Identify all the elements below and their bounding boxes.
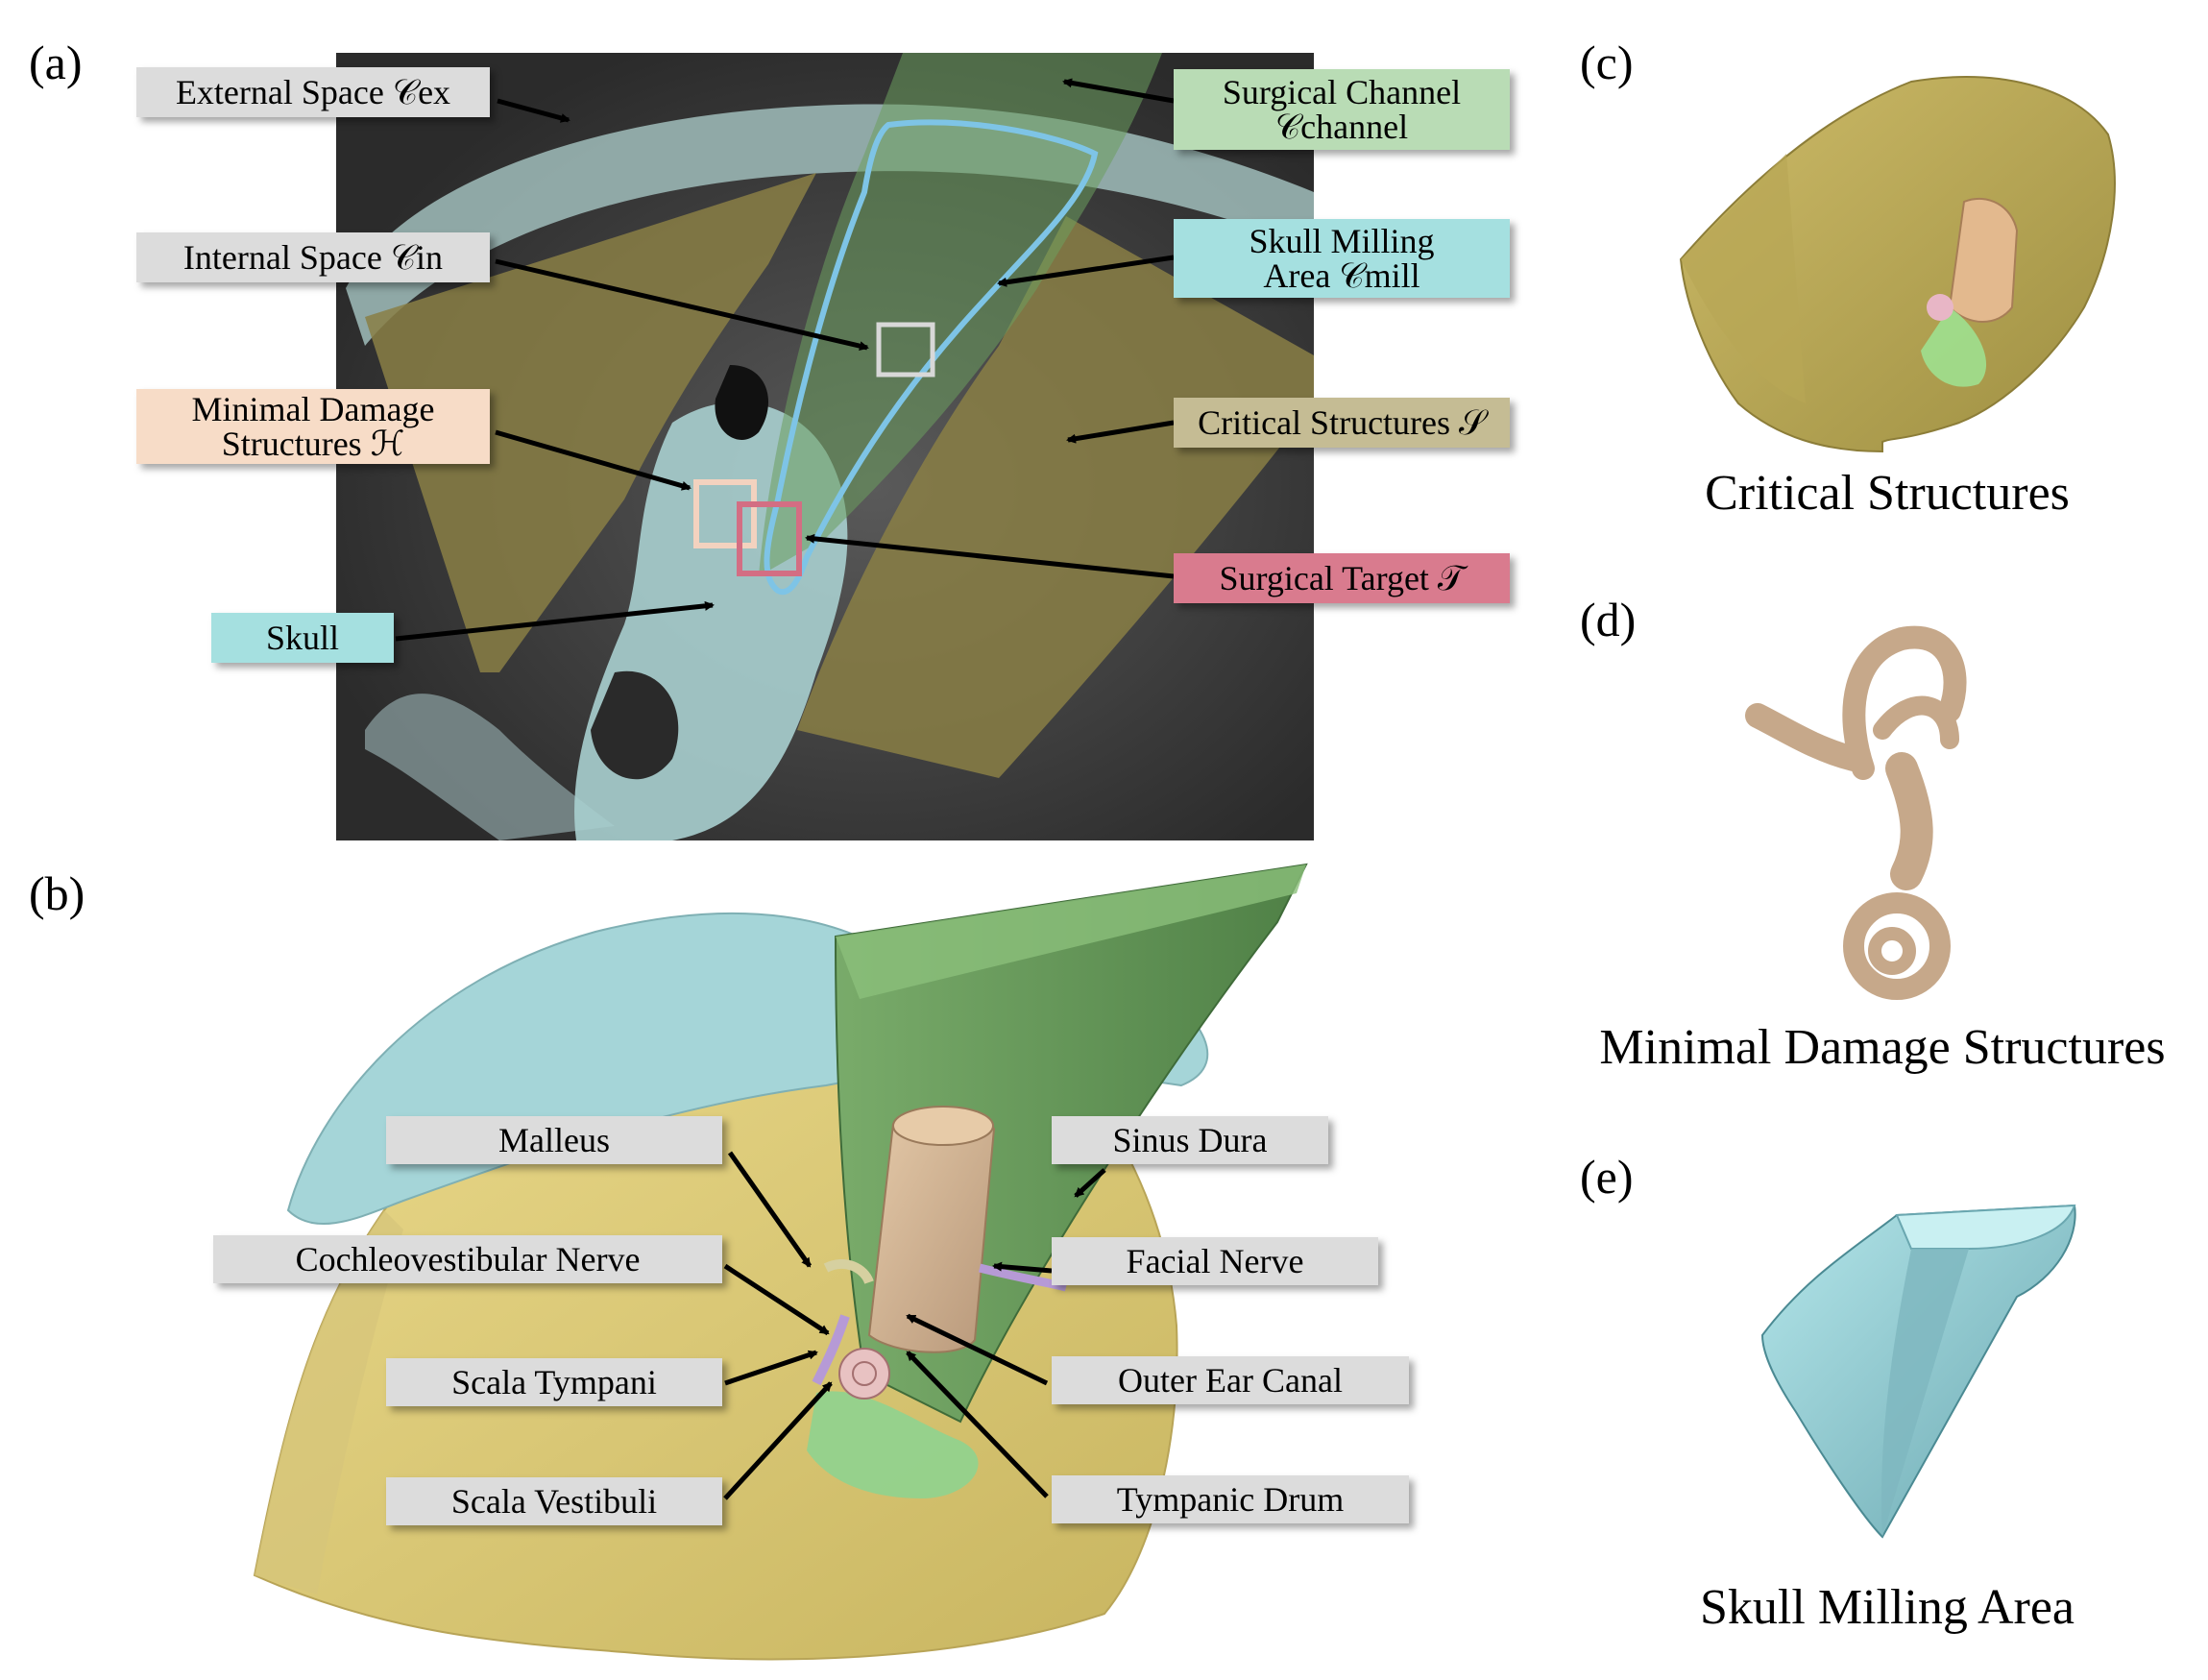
skull-milling-render [1760,1204,2076,1539]
inner-ear-render [1745,625,1967,1000]
label-facial-nerve: Facial Nerve [1052,1237,1378,1285]
label-tympanic-drum: Tympanic Drum [1052,1475,1409,1523]
panel-e-letter: (e) [1580,1150,1634,1204]
arrow-tympanic-drum [906,1351,1049,1498]
label-scala-vestibuli: Scala Vestibuli [386,1477,722,1525]
arrow-critical-structures [1066,420,1175,444]
caption-critical-structures: Critical Structures [1705,466,2070,521]
arrow-scala-tympani [724,1350,818,1386]
label-outer-ear-canal: Outer Ear Canal [1052,1356,1409,1404]
arrow-skull [395,600,715,642]
label-external-space: External Space 𝒞ex [136,67,490,117]
arrow-minimal-damage [495,429,692,491]
arrow-external-space [497,98,570,123]
arrow-cochleovestibular-nerve [723,1263,830,1336]
panel-d-letter: (d) [1580,593,1637,646]
panel-a-arrows [395,78,1175,642]
arrow-scala-vestibuli [723,1381,833,1500]
label-cochleovestibular-nerve: Cochleovestibular Nerve [213,1235,722,1283]
label-skull: Skull [211,613,394,663]
arrow-surgical-channel [1062,78,1175,104]
label-skull-milling-area: Skull Milling Area 𝒞mill [1174,219,1510,298]
panel-b-arrows [723,1151,1106,1500]
label-critical-structures: Critical Structures 𝒮 [1174,398,1510,448]
panel-a-letter: (a) [29,36,83,89]
label-sinus-dura: Sinus Dura [1052,1116,1328,1164]
arrow-facial-nerve [992,1261,1053,1274]
arrow-outer-ear-canal [906,1313,1049,1386]
arrow-sinus-dura [1074,1168,1106,1198]
panel-b-letter: (b) [29,866,85,920]
ct-slice-image [336,53,1314,840]
critical-structures-render [1679,76,2116,453]
panel-c-letter: (c) [1580,36,1634,89]
arrow-malleus [727,1151,813,1268]
label-surgical-channel: Surgical Channel 𝒞channel [1174,69,1510,150]
arrow-internal-space [495,258,869,352]
label-malleus: Malleus [386,1116,722,1164]
arrow-skull-milling [997,255,1175,287]
caption-skull-milling-area: Skull Milling Area [1700,1580,2075,1635]
arrow-surgical-target [805,533,1175,579]
label-internal-space: Internal Space 𝒞in [136,232,490,282]
label-minimal-damage-structures: Minimal Damage Structures ℋ [136,389,490,464]
caption-minimal-damage-structures: Minimal Damage Structures [1599,1020,2166,1075]
label-surgical-target: Surgical Target 𝒯 [1174,553,1510,603]
label-scala-tympani: Scala Tympani [386,1358,722,1406]
